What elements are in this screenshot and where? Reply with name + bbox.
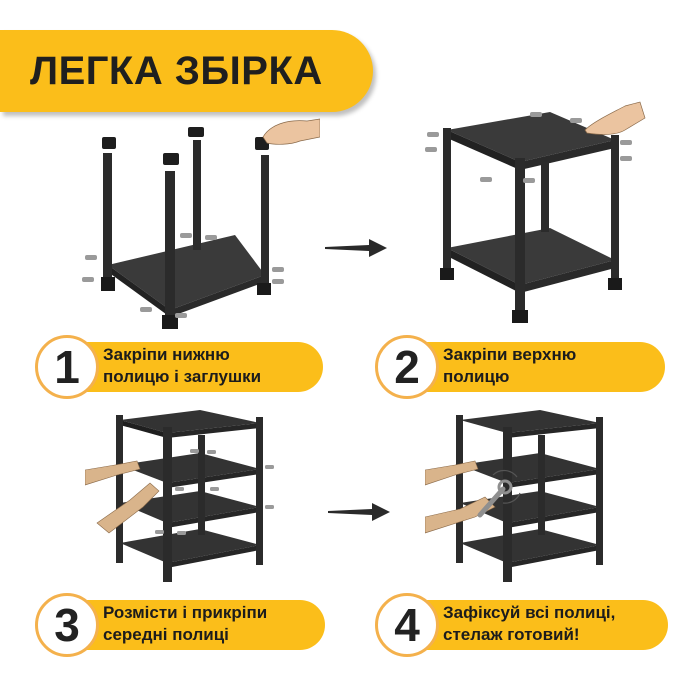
illustration-step-1 xyxy=(75,115,320,330)
step-text: Зафіксуй всі полиці, стелаж готовий! xyxy=(443,603,616,644)
arrow-right-icon xyxy=(328,502,390,522)
step-number-badge: 1 xyxy=(35,335,99,399)
step-1-label: 1 Закріпи нижню полицю і заглушки xyxy=(35,335,325,399)
illustration-step-2 xyxy=(415,100,650,330)
step-number-badge: 3 xyxy=(35,593,99,657)
step-pill xyxy=(405,600,668,650)
title-banner: ЛЕГКА ЗБІРКА xyxy=(0,30,373,112)
step-4-label: 4 Зафіксуй всі полиці, стелаж готовий! xyxy=(375,593,670,657)
step-text: Розмісти і прикріпи середні полиці xyxy=(103,603,268,644)
step-number-badge: 4 xyxy=(375,593,439,657)
page-title: ЛЕГКА ЗБІРКА xyxy=(30,49,323,93)
step-pill xyxy=(65,600,325,650)
illustration-step-4 xyxy=(425,405,620,583)
step-2-label: 2 Закріпи верхню полицю xyxy=(375,335,665,399)
step-text: Закріпи верхню полицю xyxy=(443,345,577,386)
step-3-label: 3 Розмісти і прикріпи середні полиці xyxy=(35,593,325,657)
step-text: Закріпи нижню полицю і заглушки xyxy=(103,345,262,386)
step-pill xyxy=(405,342,665,392)
illustration-step-3 xyxy=(85,405,280,583)
step-number-badge: 2 xyxy=(375,335,439,399)
arrow-right-icon xyxy=(325,238,387,258)
step-pill xyxy=(65,342,323,392)
